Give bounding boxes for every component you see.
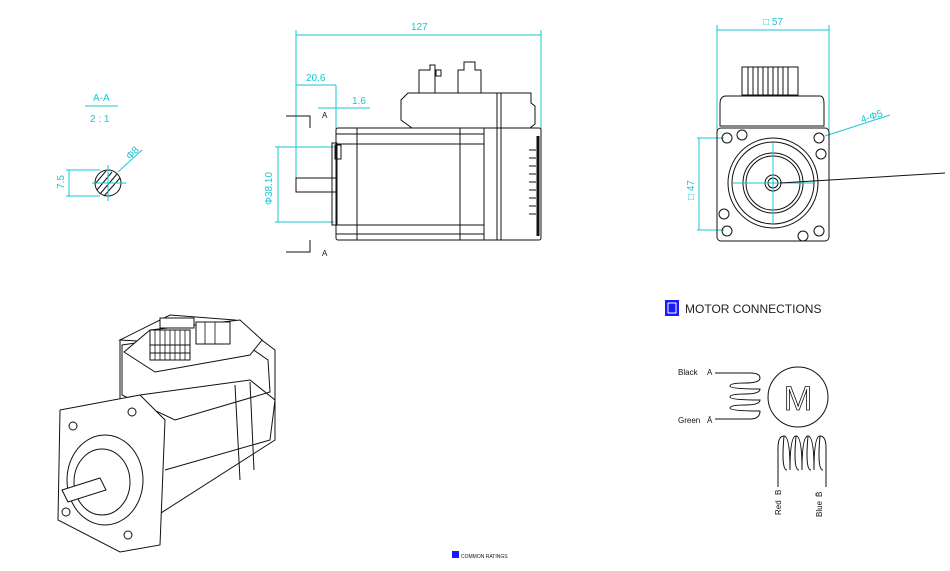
- flange: [716, 127, 830, 242]
- section-icon: [665, 300, 679, 316]
- section-mark-bottom: A: [322, 249, 328, 258]
- isometric-view: [57, 314, 276, 553]
- coil-a: [715, 372, 761, 420]
- motor-connections-title: MOTOR CONNECTIONS: [685, 302, 821, 316]
- dim-mount-holes: 4-Φ5: [860, 108, 885, 126]
- dim-flange-width: □ 57: [763, 17, 783, 28]
- footer: COMMON RATINGS: [452, 551, 508, 560]
- wire-black-phase: A: [707, 368, 713, 377]
- dim-shaft-dia: Φ8: [124, 144, 142, 162]
- iso-shaft: [61, 477, 107, 503]
- motor-connections: MOTOR CONNECTIONS Black A Green Ā M B B̄…: [665, 300, 829, 517]
- wire-blue-phase: B̄: [815, 492, 824, 497]
- dim-boss: 1.6: [352, 96, 366, 107]
- dim-bolt-square: □ 47: [686, 180, 697, 200]
- dim-shaft-length: 20.6: [306, 73, 326, 84]
- iso-flange: [57, 394, 166, 553]
- section-label: A-A: [93, 93, 110, 104]
- motor-symbol: [767, 366, 829, 428]
- wire-black-label: Black: [678, 368, 699, 377]
- wire-red-phase: B: [774, 490, 783, 495]
- side-view: 127 20.6 1.6 Φ38.10 A A: [264, 22, 542, 258]
- dim-pilot: Φ38.10: [264, 172, 275, 205]
- section-view: A-A 2 : 1 7.5 Φ8: [56, 93, 143, 201]
- motor-body: [335, 127, 542, 241]
- section-scale: 2 : 1: [90, 114, 110, 125]
- motor-symbol-letter: M: [784, 380, 812, 418]
- wire-green-phase: Ā: [707, 416, 713, 425]
- front-view: □ 57 □ 47 4-Φ5: [686, 17, 946, 242]
- dim-flat: 7.5: [56, 175, 67, 189]
- footer-label: COMMON RATINGS: [461, 554, 508, 560]
- driver-housing-front: [719, 95, 825, 127]
- shaft: [295, 177, 337, 193]
- dim-length: 127: [411, 22, 428, 33]
- driver-housing: [400, 92, 536, 129]
- section-mark-top: A: [322, 111, 328, 120]
- wire-blue-label: Blue: [815, 500, 824, 517]
- wire-green-label: Green: [678, 416, 700, 425]
- wire-red-label: Red: [774, 500, 783, 515]
- footer-icon: [452, 551, 459, 558]
- coil-b: [777, 435, 827, 487]
